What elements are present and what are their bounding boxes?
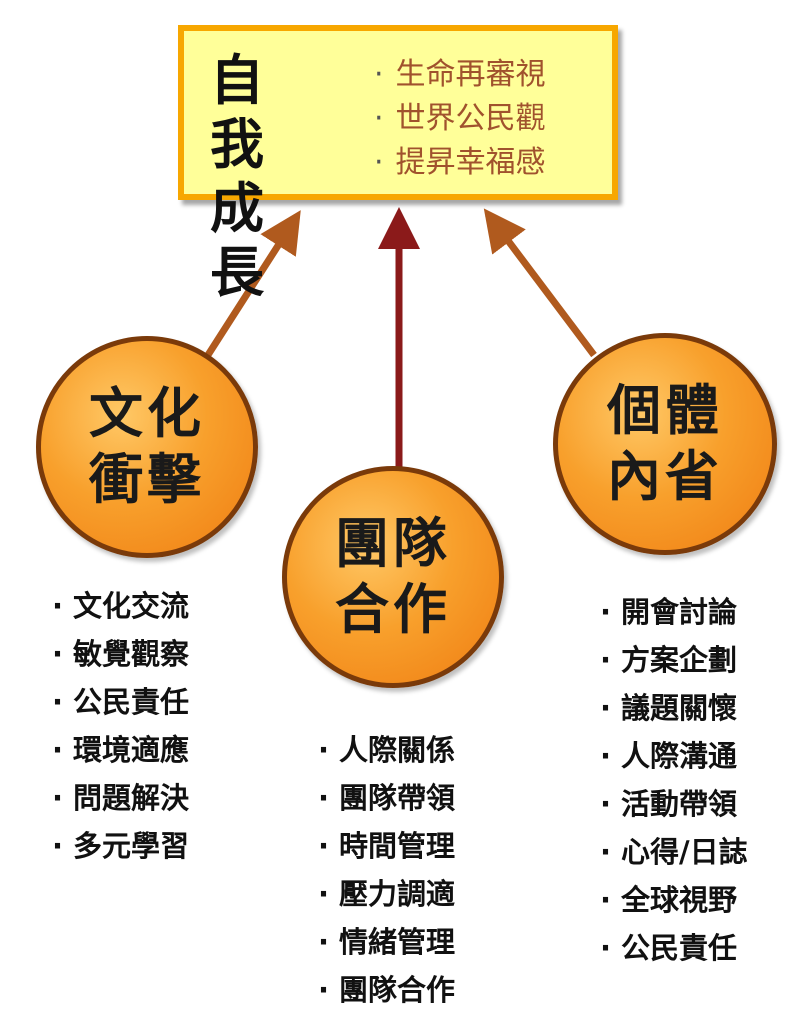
list-item: 多元學習: [52, 822, 189, 870]
list-item: 生命再審視: [374, 53, 546, 97]
list-item: 團隊帶領: [318, 774, 455, 822]
label-line-2: 衝擊: [89, 448, 205, 511]
list-item: 議題關懷: [600, 684, 748, 732]
culture-shock-list: 文化交流 敏覺觀察 公民責任 環境適應 問題解決 多元學習: [52, 582, 189, 870]
arrow-right-to-top: [483, 208, 597, 358]
label-line-2: 內省: [607, 445, 723, 508]
list-item: 問題解決: [52, 774, 189, 822]
list-item: 人際關係: [318, 726, 455, 774]
list-item: 人際溝通: [600, 732, 748, 780]
self-reflection-list: 開會討論 方案企劃 議題關懷 人際溝通 活動帶領 心得/日誌 全球視野 公民責任: [600, 588, 748, 972]
list-item: 世界公民觀: [374, 97, 546, 141]
list-item: 提昇幸福感: [374, 141, 546, 185]
teamwork-circle: 團隊 合作: [282, 466, 504, 688]
self-growth-title: 自我 成長: [210, 49, 320, 305]
list-item: 環境適應: [52, 726, 189, 774]
label-line-2: 合作: [335, 578, 451, 641]
list-item: 時間管理: [318, 822, 455, 870]
list-item: 情緒管理: [318, 918, 455, 966]
list-item: 心得/日誌: [600, 828, 748, 876]
label-line-1: 團隊: [335, 512, 451, 575]
self-growth-box: 自我 成長 生命再審視 世界公民觀 提昇幸福感: [178, 25, 618, 304]
list-item: 開會討論: [600, 588, 748, 636]
arrow-left-to-top: [205, 210, 301, 357]
self-reflection-circle: 個體 內省: [553, 333, 777, 555]
self-growth-items: 生命再審視 世界公民觀 提昇幸福感: [374, 53, 546, 185]
self-reflection-label: 個體 內省: [600, 378, 730, 510]
list-item: 方案企劃: [600, 636, 748, 684]
list-item: 文化交流: [52, 582, 189, 630]
list-item: 壓力調適: [318, 870, 455, 918]
label-line-1: 個體: [607, 379, 723, 442]
list-item: 公民責任: [52, 678, 189, 726]
list-item: 活動帶領: [600, 780, 748, 828]
teamwork-list: 人際關係 團隊帶領 時間管理 壓力調適 情緒管理 團隊合作: [318, 726, 455, 1014]
title-line-1: 自我: [210, 49, 266, 176]
list-item: 團隊合作: [318, 966, 455, 1014]
list-item: 敏覺觀察: [52, 630, 189, 678]
label-line-1: 文化: [89, 382, 205, 445]
list-item: 公民責任: [600, 924, 748, 972]
list-item: 全球視野: [600, 876, 748, 924]
teamwork-label: 團隊 合作: [328, 511, 458, 643]
culture-shock-circle: 文化 衝擊: [36, 336, 258, 558]
title-line-2: 成長: [210, 177, 266, 304]
culture-shock-label: 文化 衝擊: [82, 381, 212, 513]
